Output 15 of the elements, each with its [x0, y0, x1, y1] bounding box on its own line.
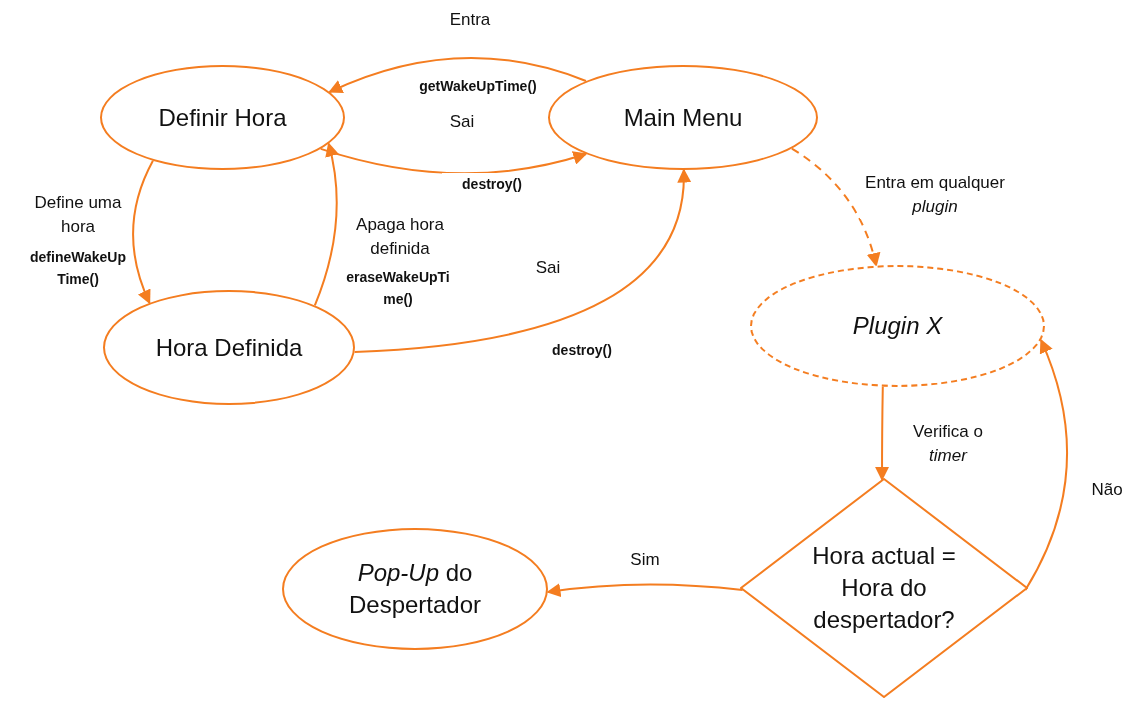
node-text: Hora Definida: [154, 332, 304, 363]
arrow: [546, 583, 744, 598]
arrow: [353, 168, 691, 353]
node-text: Definir Hora: [157, 102, 288, 133]
arrow: [313, 142, 339, 307]
arrow: [328, 57, 587, 94]
node-text: Plugin X: [851, 311, 944, 341]
node-text: Main Menu: [622, 102, 744, 133]
node-text: Pop-Up do Despertador: [347, 558, 483, 620]
arrow: [790, 147, 880, 267]
node-text: Hora actual = Hora do despertador?: [811, 541, 957, 635]
arrow: [319, 147, 588, 175]
decision-diamond: [740, 478, 1028, 698]
arrow: [875, 385, 890, 481]
arrow: [132, 159, 154, 305]
